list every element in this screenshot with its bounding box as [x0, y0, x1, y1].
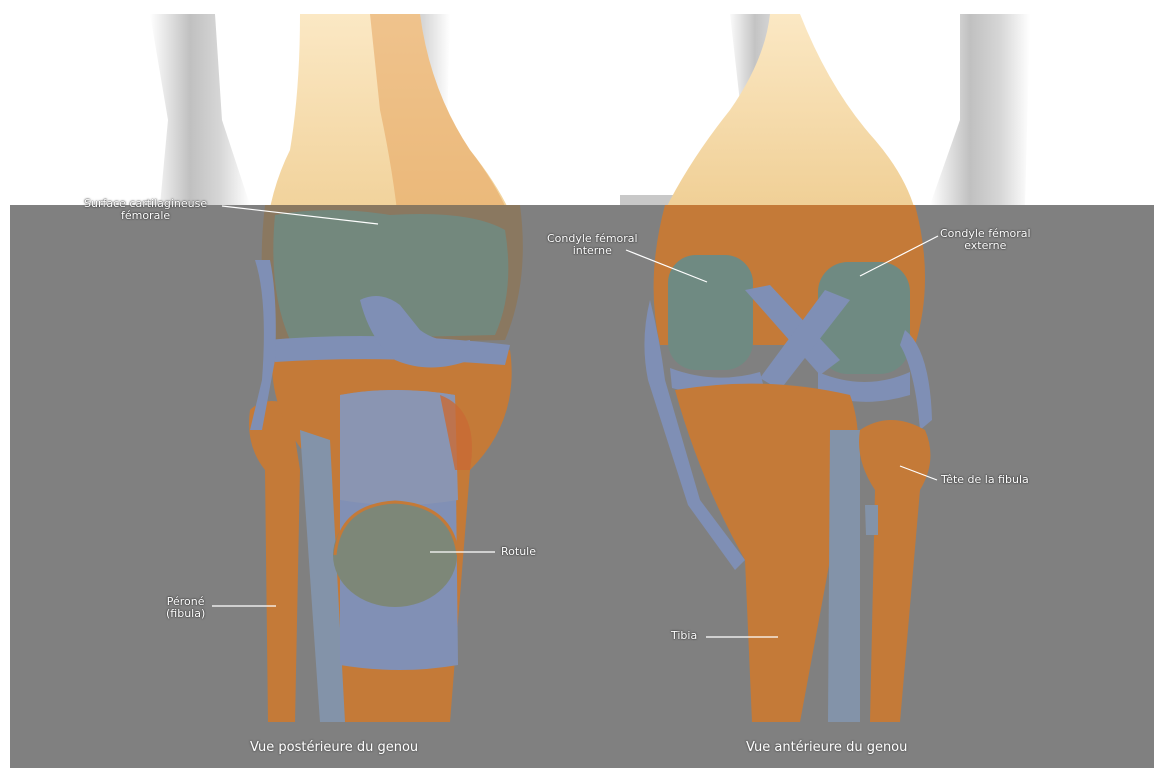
- label-surface-line2: fémorale: [84, 210, 207, 222]
- label-condyle-externe: Condyle fémoral externe: [940, 228, 1031, 252]
- caption-posterior: Vue postérieure du genou: [250, 740, 418, 755]
- label-condyle-externe-line2: externe: [940, 240, 1031, 252]
- label-rotule: Rotule: [501, 546, 536, 558]
- label-condyle-interne: Condyle fémoral interne: [547, 233, 638, 257]
- label-perone-line2: (fibula): [166, 608, 205, 620]
- label-tibia: Tibia: [671, 630, 697, 642]
- label-condyle-interne-line2: interne: [547, 245, 638, 257]
- label-surface-cartilagineuse: Surface cartilagineuse fémorale: [84, 198, 207, 222]
- label-tete-fibula: Tête de la fibula: [941, 474, 1029, 486]
- label-perone: Péroné (fibula): [166, 596, 205, 620]
- caption-anterior: Vue antérieure du genou: [746, 740, 907, 755]
- background-panel: [10, 205, 1154, 768]
